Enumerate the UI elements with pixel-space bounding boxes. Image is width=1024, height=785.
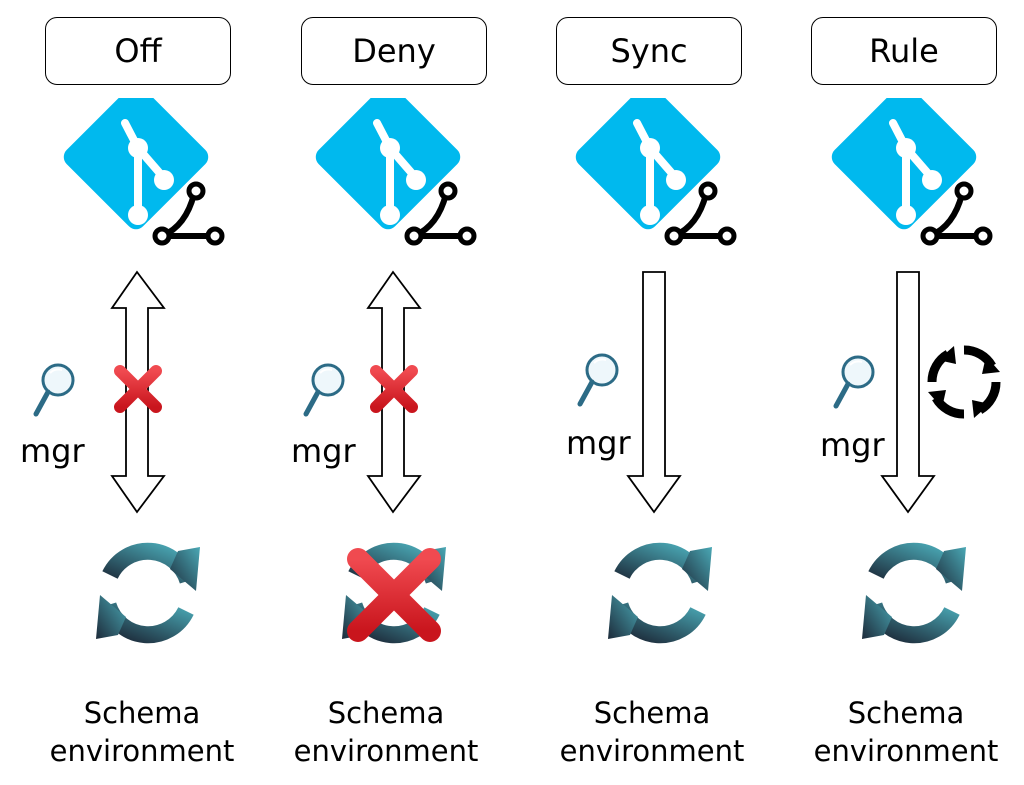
mode-label: Deny [352, 32, 436, 70]
schema-text: Schema [83, 696, 201, 730]
column-rule: Rule mgr [768, 0, 1024, 785]
sync-icon [862, 542, 966, 644]
environment-text: environment [49, 734, 235, 768]
down-arrow [626, 271, 682, 514]
mode-label: Rule [869, 32, 939, 70]
column-sync: Sync mgr [512, 0, 768, 785]
down-arrow [880, 271, 936, 514]
branch-icon [664, 181, 737, 246]
environment-label: Schema environment [532, 694, 772, 770]
schema-text: Schema [327, 696, 445, 730]
mode-box-rule: Rule [811, 17, 997, 85]
column-deny: Deny mgr [256, 0, 512, 785]
cross-icon [370, 365, 418, 413]
environment-text: environment [559, 734, 745, 768]
cross-icon [347, 548, 441, 642]
sync-icon [96, 542, 200, 644]
mgr-label: mgr [820, 426, 885, 464]
mode-box-deny: Deny [301, 17, 487, 85]
environment-text: environment [293, 734, 479, 768]
mode-label: Sync [610, 32, 688, 70]
magnifier-icon [303, 363, 345, 417]
schema-text: Schema [847, 696, 965, 730]
git-icon [315, 98, 477, 246]
cross-icon [114, 365, 162, 413]
environment-label: Schema environment [786, 694, 1024, 770]
schema-text: Schema [593, 696, 711, 730]
mode-box-off: Off [45, 17, 231, 85]
environment-label: Schema environment [22, 694, 262, 770]
mode-label: Off [114, 32, 162, 70]
magnifier-icon [577, 353, 619, 407]
rotate-icon [927, 345, 1001, 419]
magnifier-icon [833, 355, 875, 409]
magnifier-icon [33, 363, 75, 417]
branch-icon [404, 181, 477, 246]
branch-icon [920, 181, 993, 246]
mgr-label: mgr [20, 432, 85, 470]
git-icon [575, 98, 737, 246]
git-icon [831, 98, 993, 246]
branch-icon [152, 181, 225, 246]
column-off: Off mgr [0, 0, 256, 785]
sync-icon [608, 542, 712, 644]
environment-label: Schema environment [266, 694, 506, 770]
mode-box-sync: Sync [556, 17, 742, 85]
git-icon [63, 98, 225, 246]
environment-text: environment [813, 734, 999, 768]
mgr-label: mgr [291, 432, 356, 470]
mgr-label: mgr [566, 424, 631, 462]
